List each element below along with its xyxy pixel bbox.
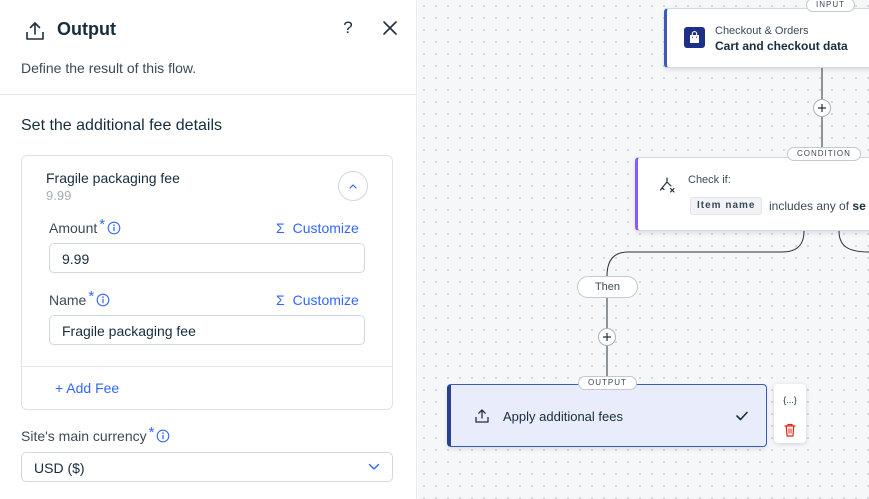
info-icon[interactable] xyxy=(156,429,170,443)
checkmark-icon xyxy=(736,411,748,421)
collapse-button[interactable] xyxy=(338,171,368,201)
section-title: Set the additional fee details xyxy=(21,117,223,134)
add-step-button[interactable] xyxy=(598,328,616,346)
condition-field-chip: Item name xyxy=(690,197,763,215)
amount-input[interactable]: 9.99 xyxy=(49,243,365,273)
amount-label: Amount* xyxy=(49,216,121,237)
required-mark: * xyxy=(99,216,106,233)
input-node-title: Checkout & Orders xyxy=(715,25,809,37)
name-customize-button[interactable]: Σ Customize xyxy=(276,292,359,308)
upload-icon xyxy=(26,22,44,40)
amount-label-text: Amount xyxy=(49,220,98,236)
output-panel: Output ? Define the result of this flow.… xyxy=(0,0,417,499)
shopping-bag-icon xyxy=(684,27,705,48)
required-mark: * xyxy=(148,424,155,441)
currency-value: USD ($) xyxy=(34,460,85,476)
panel-header: Output ? Define the result of this flow. xyxy=(0,0,416,95)
chevron-up-icon xyxy=(349,184,357,189)
condition-text: includes any of se xyxy=(769,199,866,213)
currency-select[interactable]: USD ($) xyxy=(21,452,393,482)
plus-icon xyxy=(818,104,826,112)
chevron-down-icon xyxy=(368,463,380,470)
panel-title: Output xyxy=(57,19,116,39)
condition-tag: CONDITION xyxy=(787,147,861,161)
customize-label: Customize xyxy=(292,292,359,308)
condition-operator: includes any of xyxy=(769,199,850,213)
panel-subtitle: Define the result of this flow. xyxy=(21,60,197,76)
input-tag: INPUT xyxy=(806,0,855,12)
input-node-subtitle: Cart and checkout data xyxy=(715,39,848,53)
variables-button[interactable]: {...} xyxy=(783,395,797,405)
name-label: Name* xyxy=(49,288,110,309)
sigma-icon: Σ xyxy=(276,292,285,308)
split-condition-icon xyxy=(659,177,675,193)
flow-canvas[interactable]: Checkout & Orders Cart and checkout data… xyxy=(418,0,869,499)
output-node[interactable]: Apply additional fees xyxy=(447,384,767,447)
amount-customize-button[interactable]: Σ Customize xyxy=(276,220,359,236)
output-node-title: Apply additional fees xyxy=(503,409,623,424)
fee-card-price: 9.99 xyxy=(46,188,72,203)
sigma-icon: Σ xyxy=(276,220,285,236)
card-divider xyxy=(22,366,392,367)
condition-node[interactable]: Check if: Item name includes any of se xyxy=(635,157,869,231)
add-step-button[interactable] xyxy=(813,99,831,117)
close-icon[interactable] xyxy=(381,19,399,37)
input-node[interactable]: Checkout & Orders Cart and checkout data xyxy=(664,8,869,68)
name-label-text: Name xyxy=(49,292,87,308)
condition-value: se xyxy=(852,199,866,213)
fee-card-name: Fragile packaging fee xyxy=(46,170,180,186)
info-icon[interactable] xyxy=(107,221,121,235)
name-input[interactable]: Fragile packaging fee xyxy=(49,315,365,345)
help-button[interactable]: ? xyxy=(343,18,353,37)
node-toolbar: {...} xyxy=(774,384,806,443)
plus-icon xyxy=(603,333,611,341)
output-tag: OUTPUT xyxy=(578,376,637,390)
trash-icon[interactable] xyxy=(782,422,798,438)
currency-label: Site's main currency* xyxy=(21,424,170,445)
customize-label: Customize xyxy=(292,220,359,236)
required-mark: * xyxy=(88,288,95,305)
info-icon[interactable] xyxy=(96,293,110,307)
currency-label-text: Site's main currency xyxy=(21,428,147,444)
upload-icon xyxy=(475,409,489,423)
condition-label: Check if: xyxy=(688,174,731,186)
then-branch-label: Then xyxy=(577,276,638,298)
add-fee-button[interactable]: + Add Fee xyxy=(55,380,120,396)
